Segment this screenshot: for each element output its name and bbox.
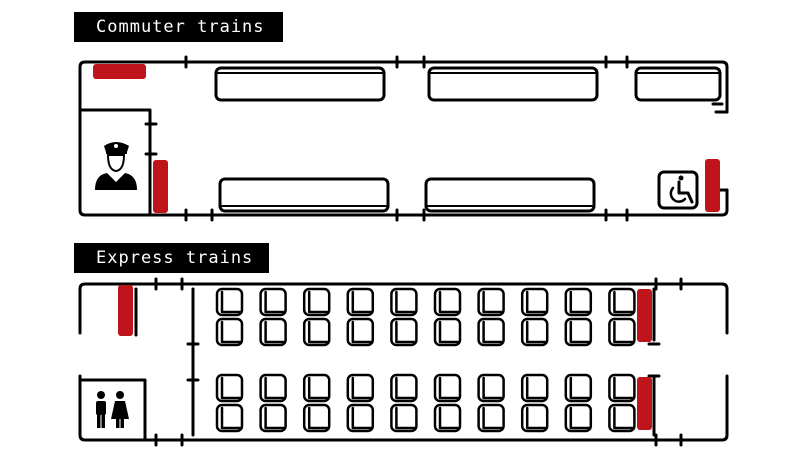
bench-seat	[218, 177, 390, 213]
seat	[302, 317, 331, 347]
seat	[346, 403, 375, 433]
seat	[346, 287, 375, 317]
seat	[608, 403, 636, 433]
bench-seat	[634, 66, 722, 102]
seat	[433, 373, 462, 403]
express-seats	[215, 287, 636, 433]
seat	[259, 373, 287, 403]
priority-area-marker	[118, 285, 133, 336]
seat	[520, 403, 549, 433]
seat	[215, 403, 244, 433]
seat	[215, 287, 244, 317]
seat	[477, 317, 505, 347]
seat	[259, 403, 287, 433]
seat	[259, 287, 287, 317]
express-trains-label: Express trains	[74, 243, 269, 273]
seat	[390, 317, 418, 347]
seat	[477, 403, 505, 433]
seat	[302, 373, 331, 403]
priority-area-marker	[637, 289, 652, 342]
seat	[608, 373, 636, 403]
seat	[608, 317, 636, 347]
seat	[215, 317, 244, 347]
seat	[564, 287, 593, 317]
seat	[477, 287, 505, 317]
express-trains-label-text: Express trains	[96, 248, 254, 268]
commuter-trains-label-text: Commuter trains	[96, 17, 265, 37]
seat	[520, 373, 549, 403]
priority-area-marker	[637, 377, 652, 430]
wheelchair-icon	[657, 170, 699, 210]
priority-area-marker	[153, 160, 168, 213]
seat	[346, 317, 375, 347]
seat	[390, 287, 418, 317]
seat	[564, 317, 593, 347]
priority-area-marker	[93, 64, 146, 79]
seat	[608, 287, 636, 317]
seat	[433, 403, 462, 433]
seat	[215, 373, 244, 403]
seat	[564, 403, 593, 433]
seat	[564, 373, 593, 403]
seat	[302, 403, 331, 433]
seat	[302, 287, 331, 317]
seat	[390, 403, 418, 433]
train-conductor-icon	[95, 142, 137, 190]
seat	[346, 373, 375, 403]
seat	[433, 287, 462, 317]
seat	[433, 317, 462, 347]
bench-seat	[424, 177, 596, 213]
commuter-trains-label: Commuter trains	[74, 12, 283, 42]
commuter-bench-seats	[214, 66, 722, 213]
seat	[390, 373, 418, 403]
priority-area-marker	[705, 159, 720, 212]
commuter-car-body	[78, 55, 729, 222]
bench-seat	[214, 66, 386, 102]
seat	[520, 317, 549, 347]
seat	[520, 287, 549, 317]
express-car-body	[78, 277, 729, 447]
conductor-cab	[78, 108, 158, 217]
seat	[259, 317, 287, 347]
bench-seat	[427, 66, 599, 102]
seat	[477, 373, 505, 403]
restroom-compartment	[78, 378, 147, 442]
restroom-icon	[96, 391, 129, 428]
